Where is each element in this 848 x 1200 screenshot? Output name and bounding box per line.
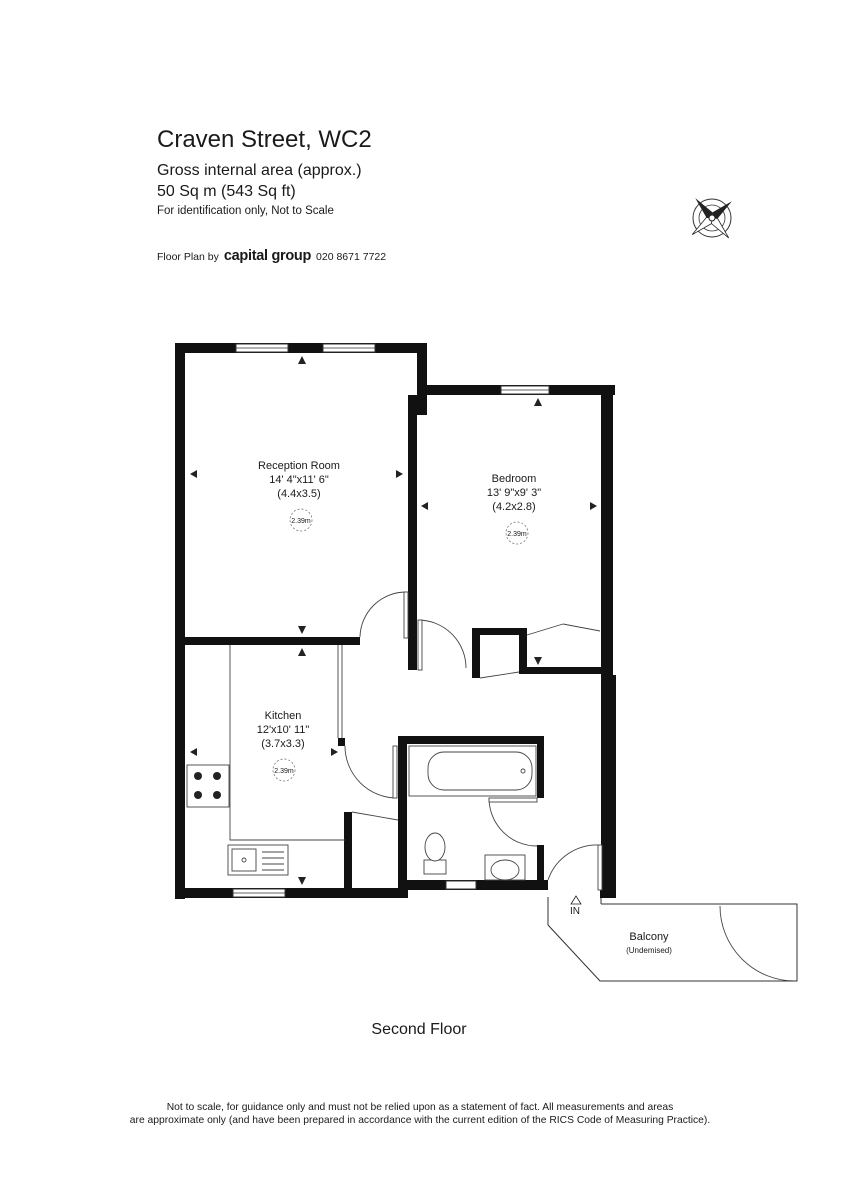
ceiling-marker-kitchen [272, 758, 296, 782]
disclaimer-line-2: are approximate only (and have been prep… [129, 1115, 711, 1126]
ceiling-marker-reception [289, 508, 313, 532]
balcony-name: Balcony [629, 931, 669, 943]
ceiling-marker-bedroom [505, 521, 529, 545]
basin-icon [484, 854, 526, 881]
credit-phone: 020 8671 7722 [316, 251, 387, 263]
sink-icon [227, 844, 289, 876]
toilet-icon [423, 832, 447, 875]
kitchen-dims-metric: (3.7x3.3) [261, 738, 304, 750]
floor-label: Second Floor [371, 1021, 467, 1038]
area-label: Gross internal area (approx.) [157, 162, 362, 179]
plan-title: Craven Street, WC2 [157, 126, 372, 153]
kitchen-dims-imperial: 12'x10' 11" [257, 724, 310, 736]
kitchen-name: Kitchen [265, 710, 302, 722]
reception-dims-metric: (4.4x3.5) [277, 488, 320, 500]
reception-dims-imperial: 14' 4"x11' 6" [269, 474, 329, 486]
kitchen-fittings [229, 645, 345, 841]
entrance-label: IN [570, 906, 580, 917]
bathtub-icon [408, 745, 537, 797]
doors [344, 591, 796, 982]
reception-ceiling: 2.39m [291, 518, 311, 525]
exterior-walls [175, 343, 616, 899]
balcony [547, 897, 798, 982]
compass-rose-icon [691, 198, 732, 239]
bedroom-dims-metric: (4.2x2.8) [492, 501, 535, 513]
kitchen-ceiling: 2.39m [274, 768, 294, 775]
hob-icon [186, 764, 230, 808]
credit-line: Floor Plan by capital group 020 8671 772… [157, 248, 386, 264]
bedroom-dims-imperial: 13' 9"x9' 3" [487, 487, 541, 499]
credit-prefix: Floor Plan by [157, 251, 219, 263]
bedroom-name: Bedroom [492, 473, 537, 485]
interior-walls [185, 395, 601, 890]
balcony-note: (Undemised) [626, 946, 672, 955]
reception-name: Reception Room [258, 460, 340, 472]
identification-note: For identification only, Not to Scale [157, 205, 334, 217]
bedroom-ceiling: 2.39m [507, 531, 527, 538]
area-value: 50 Sq m (543 Sq ft) [157, 183, 296, 200]
disclaimer-line-1: Not to scale, for guidance only and must… [166, 1102, 674, 1113]
brand-logo: capital group [223, 248, 312, 264]
disclaimer: Not to scale, for guidance only and must… [100, 1101, 740, 1127]
windows [232, 343, 550, 898]
dimension-markers [190, 356, 597, 905]
